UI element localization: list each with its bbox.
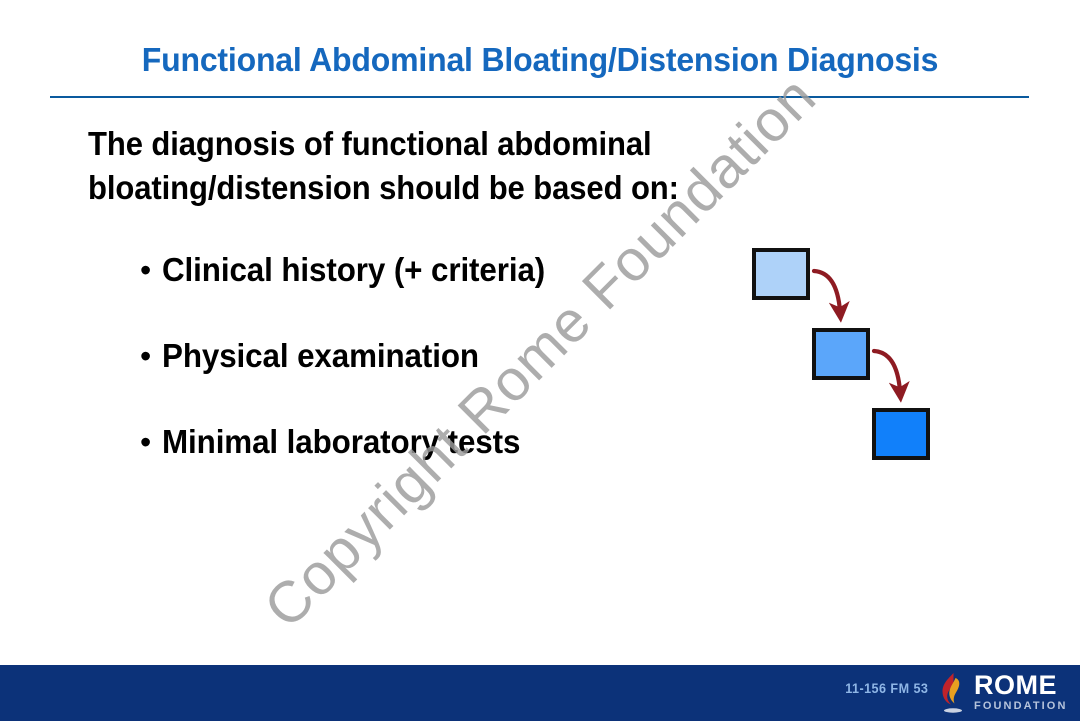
logo-primary-text: ROME — [974, 670, 1057, 700]
rome-foundation-logo: ROME FOUNDATION — [936, 670, 1074, 718]
logo-secondary-text: FOUNDATION — [974, 700, 1068, 712]
step-3-box — [872, 408, 930, 460]
page-title: Functional Abdominal Bloating/Distension… — [141, 41, 939, 78]
lead-statement: The diagnosis of functional abdominal bl… — [88, 122, 896, 210]
step-2-box — [812, 328, 870, 380]
step-1-box — [752, 248, 810, 300]
lead-statement-line-2: bloating/distension should be based on: — [88, 169, 679, 206]
bullet-icon: • — [140, 338, 152, 374]
list-item: • Clinical history (+ criteria) — [140, 248, 780, 334]
title-divider — [50, 96, 1029, 98]
list-item-label: Minimal laboratory tests — [162, 423, 521, 460]
list-item-label: Physical examination — [162, 337, 479, 374]
stepwise-diagram — [740, 238, 955, 478]
slide-reference-code: 11-156 FM 53 — [844, 680, 928, 696]
lead-statement-line-1: The diagnosis of functional abdominal — [88, 125, 652, 162]
bullet-icon: • — [140, 252, 152, 288]
list-item: • Minimal laboratory tests — [140, 420, 780, 506]
logo-wordmark: ROME FOUNDATION — [974, 672, 1068, 713]
list-item: • Physical examination — [140, 334, 780, 420]
list-item-label: Clinical history (+ criteria) — [162, 251, 546, 288]
flame-icon — [942, 673, 962, 713]
bullet-icon: • — [140, 424, 152, 460]
diagram-arrows — [811, 268, 910, 403]
footer-bar — [0, 665, 1080, 721]
criteria-list: • Clinical history (+ criteria) • Physic… — [140, 248, 780, 506]
arrow-step1-to-step2 — [811, 268, 850, 323]
arrow-step2-to-step3 — [871, 348, 910, 403]
